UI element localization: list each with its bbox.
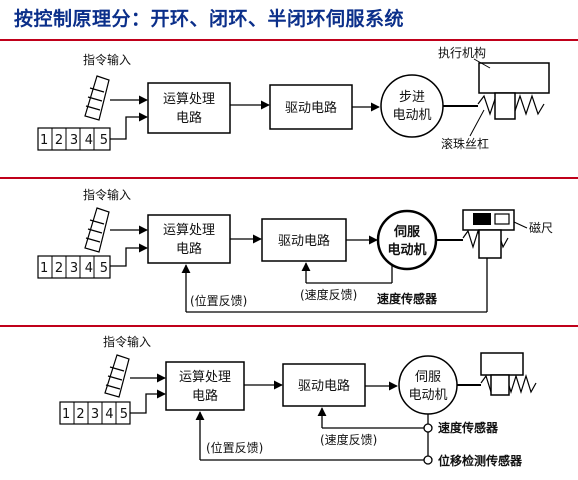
position-feedback-label: (位置反馈): [206, 440, 263, 455]
digit-tape: [37, 255, 111, 279]
magnetic-scale-icon: [462, 209, 515, 259]
servo-motor: [398, 355, 458, 415]
servo-motor-line1: 伺服: [393, 224, 421, 240]
speed-feedback-label: (速度反馈): [320, 432, 377, 447]
drive-label: 驱动电路: [298, 378, 350, 394]
actuator-icon: [478, 62, 550, 120]
stepper-motor-line1: 步进: [399, 90, 425, 105]
drive-label: 驱动电路: [285, 100, 337, 116]
digit-tape-label: 12345: [62, 407, 128, 422]
calc-label-line2: 电路: [176, 241, 202, 257]
calc-label-line1: 运算处理: [179, 370, 231, 385]
actuator-label: 执行机构: [438, 45, 486, 60]
worktable-icon: [480, 352, 524, 396]
calc-block: [147, 82, 231, 134]
punched-tape-icon: [104, 354, 130, 398]
screw-label: 滚珠丝杠: [441, 136, 489, 151]
ball-screw-icon: [443, 94, 545, 116]
punched-tape-icon: [84, 75, 110, 121]
input-label: 指令输入: [83, 187, 131, 202]
semi-closed-loop-section: 指令输入 12345 运算处理 电路 驱动电路 伺服 电动机: [59, 334, 537, 468]
servo-motor-line2: 电动机: [387, 242, 426, 258]
drive-block: [282, 363, 366, 407]
drive-label: 驱动电路: [278, 233, 330, 249]
displacement-sensor-node: [423, 455, 433, 465]
calc-label-line1: 运算处理: [163, 223, 215, 238]
calc-block: [165, 361, 245, 411]
speed-sensor-label: 速度传感器: [377, 291, 438, 306]
calc-label-line1: 运算处理: [163, 92, 215, 107]
stepper-motor: [380, 74, 444, 138]
input-label: 指令输入: [103, 334, 151, 349]
speed-sensor-node: [423, 423, 433, 433]
stepper-motor-line2: 电动机: [392, 108, 431, 123]
punched-tape-icon: [84, 207, 110, 253]
calc-label-line2: 电路: [192, 388, 218, 404]
digit-tape-label: 12345: [40, 261, 108, 276]
displacement-sensor-label: 位移检测传感器: [438, 453, 523, 468]
page-title: 按控制原理分：开环、闭环、半闭环伺服系统: [14, 8, 405, 30]
open-loop-section: 指令输入 12345 运算处理 电路 驱动电路 步进 电动机: [37, 45, 550, 151]
servo-motor-line1: 伺服: [415, 370, 441, 385]
digit-tape-label: 12345: [40, 133, 108, 148]
input-label: 指令输入: [83, 52, 131, 67]
calc-label-line2: 电路: [176, 110, 202, 126]
speed-feedback-label: (速度反馈): [300, 287, 357, 302]
position-feedback-label: (位置反馈): [190, 293, 247, 308]
drive-block: [261, 218, 347, 262]
speed-sensor-label: 速度传感器: [438, 420, 499, 435]
closed-loop-section: 指令输入 12345 运算处理 电路 驱动电路 伺服 电动机 (速度反馈) 速度…: [37, 187, 553, 313]
servo-motor-line2: 电动机: [408, 388, 447, 403]
servo-motor: [376, 209, 438, 271]
scale-label: 磁尺: [529, 220, 553, 235]
calc-block: [147, 214, 231, 264]
